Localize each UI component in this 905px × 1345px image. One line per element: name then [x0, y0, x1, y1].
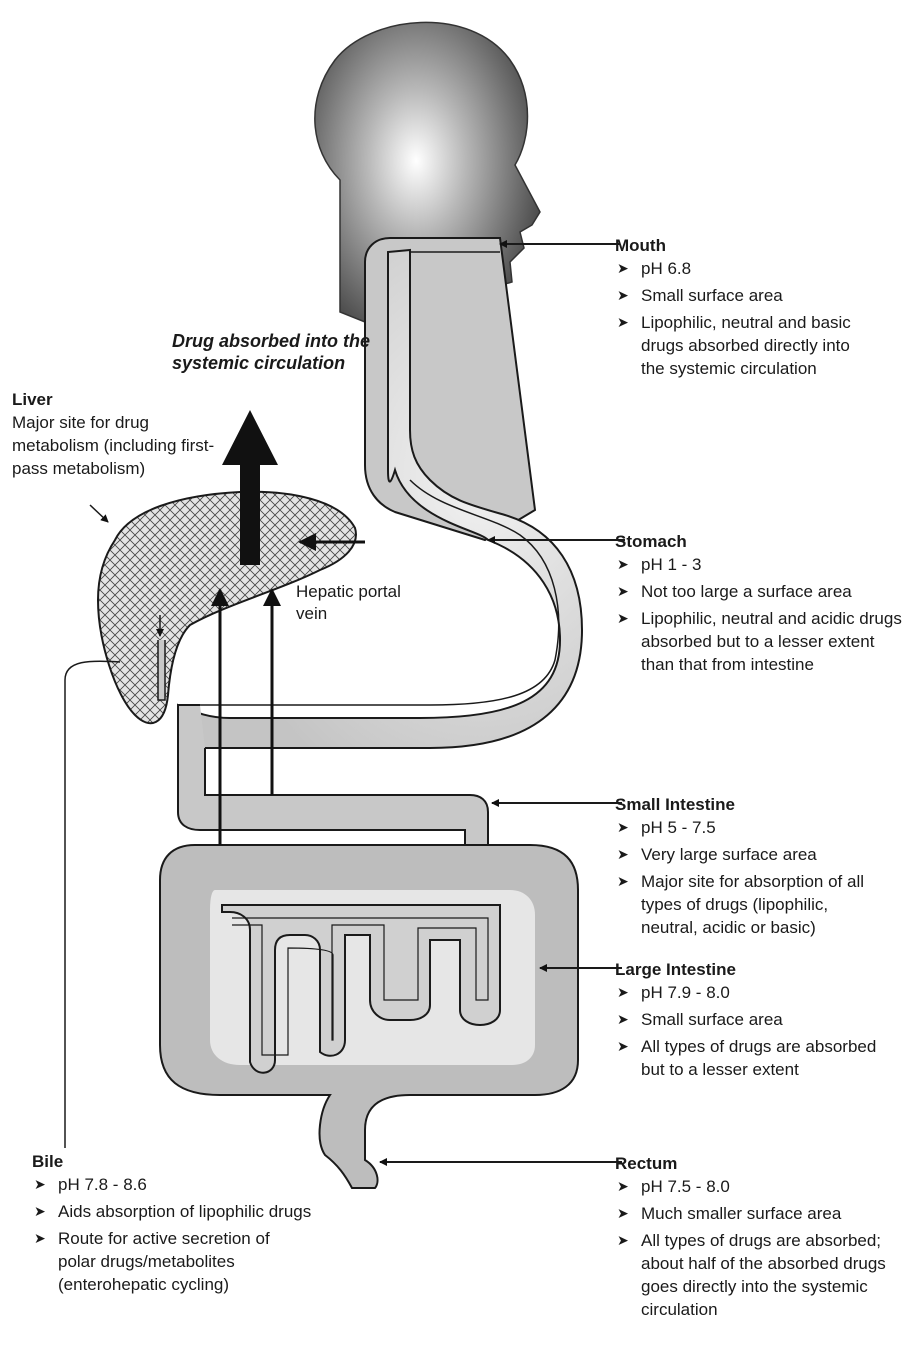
small-intestine-bullet: Major site for absorption of all types o… — [615, 870, 885, 939]
mouth-bullet: Small surface area — [615, 284, 875, 307]
stomach-title: Stomach — [615, 530, 903, 553]
mouth-bullet: pH 6.8 — [615, 257, 875, 280]
large-intestine-bullet: pH 7.9 - 8.0 — [615, 981, 885, 1004]
liver-pointer — [90, 505, 108, 522]
absorbed-label: Drug absorbed into the systemic circulat… — [172, 330, 372, 374]
bile-bullet: pH 7.8 - 8.6 — [32, 1173, 312, 1196]
stomach-label: Stomach pH 1 - 3 Not too large a surface… — [615, 530, 903, 680]
large-intestine-bullet: Small surface area — [615, 1008, 885, 1031]
rectum-title: Rectum — [615, 1152, 900, 1175]
bile-duct — [158, 640, 165, 700]
rectum-label: Rectum pH 7.5 - 8.0 Much smaller surface… — [615, 1152, 900, 1325]
liver-desc: Major site for drug metabolism (includin… — [12, 411, 222, 480]
bile-label: Bile pH 7.8 - 8.6 Aids absorption of lip… — [32, 1150, 312, 1300]
large-intestine-bullet: All types of drugs are absorbed but to a… — [615, 1035, 885, 1081]
bile-bullet: Aids absorption of lipophilic drugs — [32, 1200, 312, 1223]
small-intestine-title: Small Intestine — [615, 793, 885, 816]
bile-bullet: Route for active secretion of polar drug… — [32, 1227, 312, 1296]
mouth-bullet: Lipophilic, neutral and basic drugs abso… — [615, 311, 875, 380]
large-intestine-label: Large Intestine pH 7.9 - 8.0 Small surfa… — [615, 958, 885, 1085]
liver-title: Liver — [12, 388, 222, 411]
rectum-bullet: pH 7.5 - 8.0 — [615, 1175, 900, 1198]
bile-pointer-line — [65, 661, 120, 1148]
liver-label: Liver Major site for drug metabolism (in… — [12, 388, 222, 480]
bile-title: Bile — [32, 1150, 312, 1173]
small-intestine-bullet: pH 5 - 7.5 — [615, 816, 885, 839]
rectum-bullet: Much smaller surface area — [615, 1202, 900, 1225]
large-intestine-title: Large Intestine — [615, 958, 885, 981]
small-intestine-label: Small Intestine pH 5 - 7.5 Very large su… — [615, 793, 885, 943]
portal-vein-label: Hepatic portal vein — [296, 581, 416, 625]
stomach-bullet: Not too large a surface area — [615, 580, 903, 603]
stomach-bullet: Lipophilic, neutral and acidic drugs abs… — [615, 607, 903, 676]
mouth-label: Mouth pH 6.8 Small surface area Lipophil… — [615, 234, 875, 384]
stomach-bullet: pH 1 - 3 — [615, 553, 903, 576]
mouth-title: Mouth — [615, 234, 875, 257]
small-intestine-bullet: Very large surface area — [615, 843, 885, 866]
rectum-bullet: All types of drugs are absorbed; about h… — [615, 1229, 900, 1321]
